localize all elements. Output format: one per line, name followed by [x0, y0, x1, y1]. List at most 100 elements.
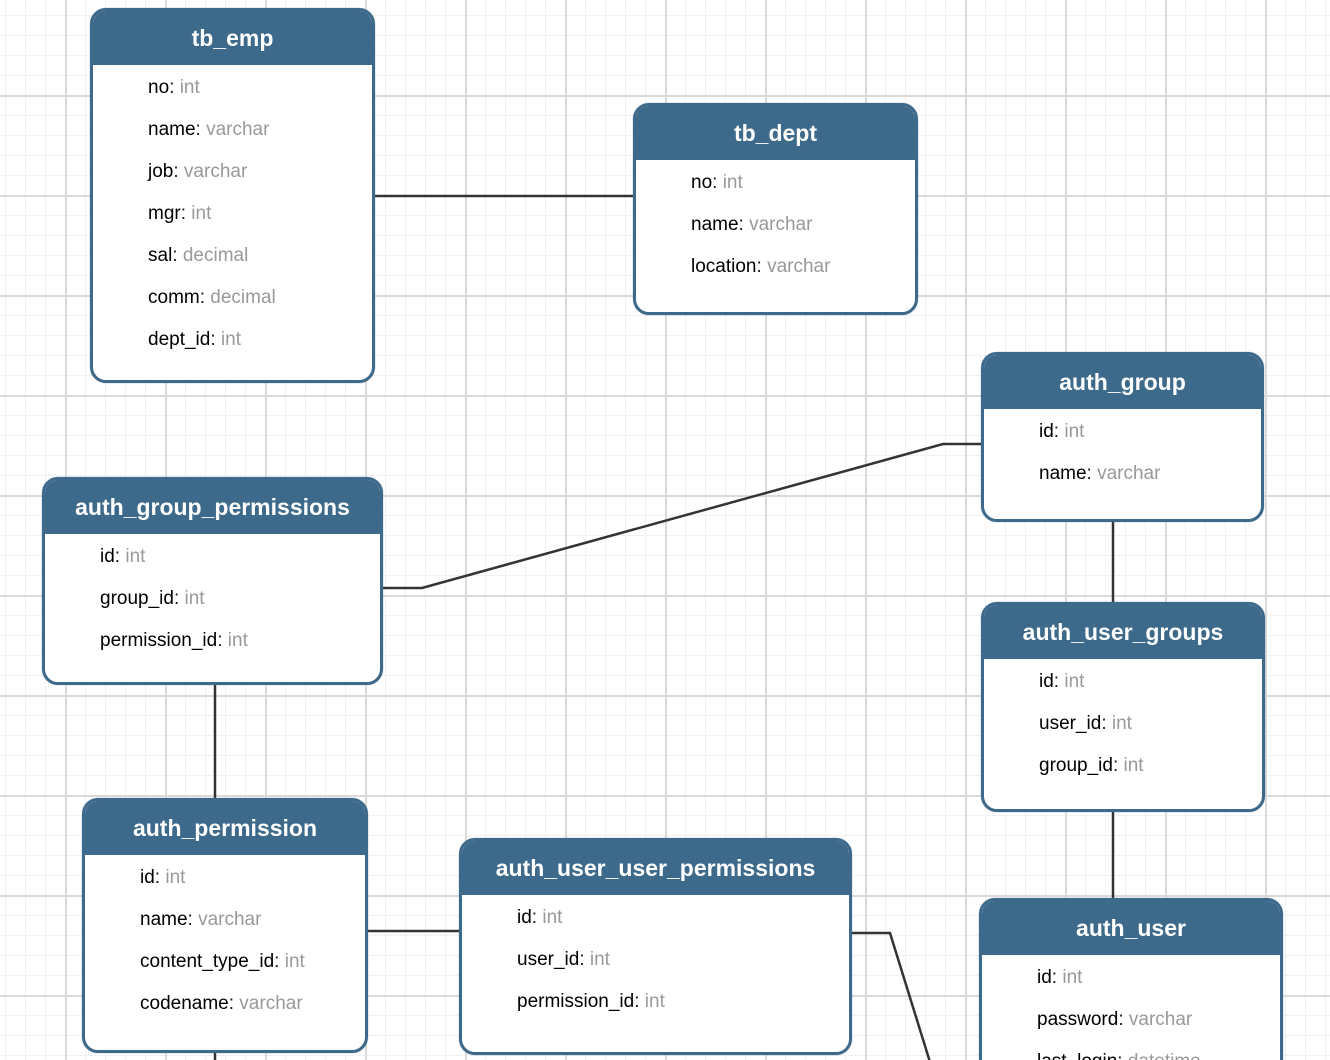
field-name: name	[1039, 463, 1087, 484]
connection-line-auth_user_user_permissions-to-auth_user	[851, 931, 931, 1060]
field-type: int	[1123, 755, 1144, 776]
field-name: no	[691, 172, 713, 193]
field-name: id	[1039, 671, 1054, 692]
field-type: int	[191, 203, 212, 224]
field-name: id	[1037, 967, 1052, 988]
field-type: datetime	[1128, 1051, 1201, 1060]
field-row-auth_user_user_permissions-id: id: int	[517, 897, 843, 939]
field-separator: :	[1118, 1009, 1129, 1030]
field-separator: :	[634, 991, 645, 1012]
field-separator: :	[738, 214, 750, 235]
field-row-auth_group-id: id: int	[1039, 411, 1255, 453]
field-type: varchar	[239, 993, 303, 1014]
field-type: int	[589, 949, 610, 970]
field-name: name	[691, 214, 739, 235]
field-type: int	[184, 588, 205, 609]
field-separator: :	[1051, 967, 1063, 988]
field-separator: :	[172, 245, 183, 266]
table-header-auth_user[interactable]: auth_user	[982, 901, 1280, 955]
field-row-auth_user_groups-id: id: int	[1039, 661, 1256, 703]
field-separator: :	[1117, 1051, 1128, 1060]
field-name: user_id	[517, 949, 580, 970]
field-row-tb_dept-name: name: varchar	[691, 204, 909, 246]
field-row-auth_user-id: id: int	[1037, 957, 1274, 999]
table-header-auth_permission[interactable]: auth_permission	[85, 801, 365, 855]
field-row-auth_user_groups-group_id: group_id: int	[1039, 745, 1256, 787]
field-row-auth_permission-content_type_id: content_type_id: int	[140, 941, 359, 983]
field-type: int	[1064, 671, 1085, 692]
field-row-auth_permission-codename: codename: varchar	[140, 983, 359, 1025]
field-name: permission_id	[517, 991, 635, 1012]
field-row-auth_group-name: name: varchar	[1039, 453, 1255, 495]
field-row-auth_user_groups-user_id: user_id: int	[1039, 703, 1256, 745]
field-name: last_login	[1037, 1051, 1117, 1060]
field-name: id	[100, 546, 115, 567]
field-name: content_type_id	[140, 951, 275, 972]
field-row-auth_permission-name: name: varchar	[140, 899, 359, 941]
table-header-auth_user_groups[interactable]: auth_user_groups	[984, 605, 1262, 659]
field-row-tb_emp-dept_id: dept_id: int	[148, 319, 366, 361]
field-row-auth_permission-id: id: int	[140, 857, 359, 899]
field-name: id	[517, 907, 532, 928]
field-type: varchar	[198, 909, 262, 930]
field-type: decimal	[210, 287, 276, 308]
field-type: varchar	[767, 256, 831, 277]
field-name: group_id	[100, 588, 174, 609]
field-type: int	[644, 991, 665, 1012]
field-row-tb_emp-job: job: varchar	[148, 151, 366, 193]
field-name: no	[148, 77, 170, 98]
field-type: int	[542, 907, 563, 928]
field-type: int	[284, 951, 305, 972]
field-separator: :	[1086, 463, 1098, 484]
table-header-auth_group_permissions[interactable]: auth_group_permissions	[45, 480, 380, 534]
field-row-auth_group_permissions-id: id: int	[100, 536, 374, 578]
field-name: job	[148, 161, 174, 182]
field-separator: :	[199, 287, 211, 308]
field-row-tb_emp-name: name: varchar	[148, 109, 366, 151]
field-separator: :	[756, 256, 768, 277]
field-type: varchar	[1097, 463, 1161, 484]
table-header-auth_user_user_permissions[interactable]: auth_user_user_permissions	[462, 841, 849, 895]
table-header-tb_dept[interactable]: tb_dept	[636, 106, 915, 160]
field-type: int	[125, 546, 146, 567]
field-type: int	[722, 172, 743, 193]
field-name: id	[1039, 421, 1054, 442]
table-header-auth_group[interactable]: auth_group	[984, 355, 1261, 409]
field-type: varchar	[183, 161, 248, 182]
field-row-tb_emp-sal: sal: decimal	[148, 235, 366, 277]
field-separator: :	[187, 909, 199, 930]
connection-line-auth_group_permissions-to-auth_group	[382, 442, 982, 590]
field-type: varchar	[206, 119, 270, 140]
field-name: user_id	[1039, 713, 1102, 734]
field-name: mgr	[148, 203, 181, 224]
field-name: permission_id	[100, 630, 218, 651]
field-type: varchar	[749, 214, 813, 235]
table-header-tb_emp[interactable]: tb_emp	[93, 11, 372, 65]
field-row-auth_user_user_permissions-user_id: user_id: int	[517, 939, 843, 981]
field-separator: :	[154, 867, 166, 888]
field-separator: :	[274, 951, 285, 972]
field-separator: :	[712, 172, 723, 193]
field-separator: :	[169, 77, 180, 98]
field-separator: :	[114, 546, 126, 567]
field-separator: :	[1112, 755, 1124, 776]
field-name: comm	[148, 287, 200, 308]
field-type: int	[1062, 967, 1083, 988]
field-name: id	[140, 867, 155, 888]
field-name: group_id	[1039, 755, 1113, 776]
field-separator: :	[579, 949, 590, 970]
